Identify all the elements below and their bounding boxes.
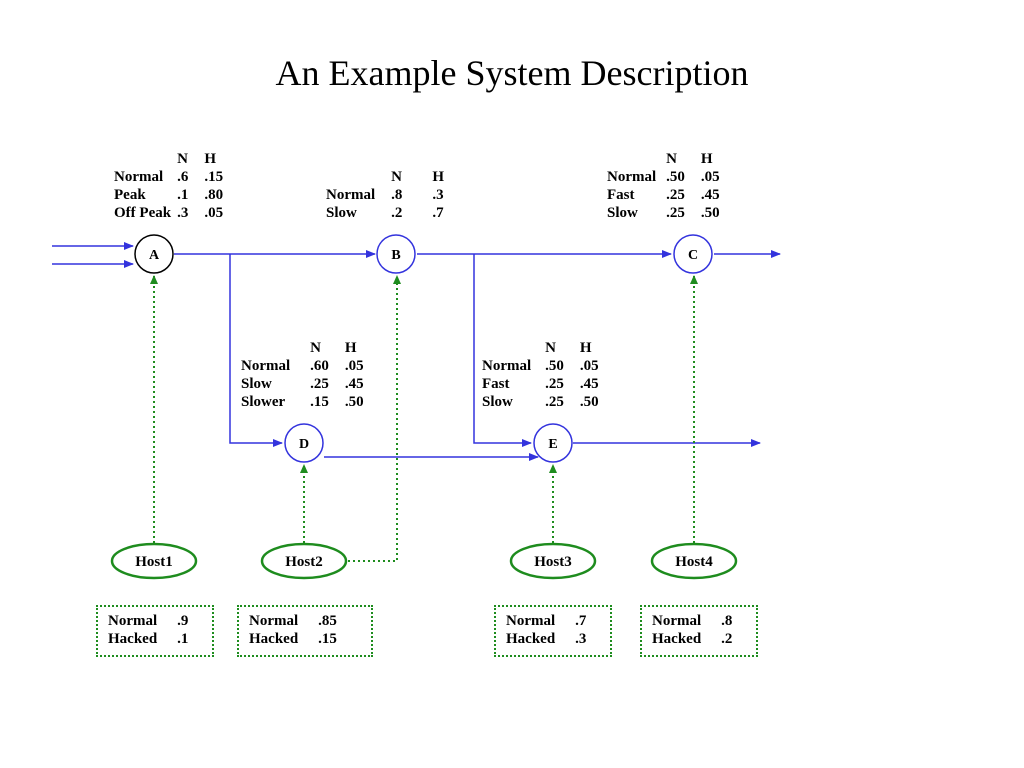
table-row: Normal.50.05 [607, 169, 720, 185]
table-row: Peak.1.80 [114, 187, 224, 203]
col-header-h: H [432, 169, 445, 185]
node-c-table: N H Normal.50.05 Fast.25.45 Slow.25.50 [607, 150, 720, 222]
host4-label: Host4 [675, 554, 713, 570]
table-row: Off Peak.3.05 [114, 205, 224, 221]
node-a-table: N H Normal.6.15 Peak.1.80 Off Peak.3.05 [114, 150, 223, 222]
node-a-label: A [149, 248, 160, 263]
flow-b-to-e [473, 254, 532, 447]
host1-label: Host1 [135, 554, 173, 570]
table-row: Normal.85 [249, 613, 337, 629]
host4-node[interactable]: Host4 [650, 542, 738, 580]
node-b-label: B [391, 248, 400, 263]
node-e-table: N H Normal.50.05 Fast.25.45 Slow.25.50 [482, 339, 599, 411]
node-d-table: N H Normal.60.05 Slow.25.45 Slower.15.50 [241, 339, 364, 411]
host-links [150, 275, 698, 562]
col-header-h: H [579, 340, 592, 356]
node-c-label: C [688, 248, 698, 263]
table-row: Slow.25.50 [607, 205, 720, 221]
table-row: Slow.2.7 [326, 205, 444, 221]
table-row: Normal.8.3 [326, 187, 444, 203]
node-a[interactable]: A [134, 234, 174, 274]
host2-label: Host2 [285, 554, 323, 570]
col-header-h: H [344, 340, 357, 356]
table-row: Normal.8 [652, 613, 733, 629]
node-e[interactable]: E [533, 423, 573, 463]
table-row: Hacked.15 [249, 631, 337, 647]
node-d[interactable]: D [284, 423, 324, 463]
node-e-label: E [548, 437, 557, 452]
table-row: Slow.25.50 [482, 394, 599, 410]
table-row: Normal.9 [108, 613, 189, 629]
host3-label: Host3 [534, 554, 572, 570]
node-d-label: D [299, 437, 309, 452]
table-row: Hacked.1 [108, 631, 189, 647]
host3-table: Normal.7 Hacked.3 [494, 605, 612, 657]
col-header-n: N [545, 340, 556, 356]
col-header-h: H [700, 151, 713, 167]
table-row: Normal.60.05 [241, 358, 364, 374]
table-row: Normal.6.15 [114, 169, 224, 185]
table-row: Hacked.2 [652, 631, 733, 647]
host1-table: Normal.9 Hacked.1 [96, 605, 214, 657]
col-header-n: N [310, 340, 321, 356]
col-header-h: H [204, 151, 216, 167]
page-title: An Example System Description [275, 53, 749, 93]
flow-a-to-d [229, 254, 283, 447]
table-row: Normal.50.05 [482, 358, 599, 374]
table-row: Slower.15.50 [241, 394, 364, 410]
flow-lines [52, 242, 781, 461]
table-row: Slow.25.45 [241, 376, 364, 392]
host3-node[interactable]: Host3 [509, 542, 597, 580]
table-row: Fast.25.45 [607, 187, 720, 203]
col-header-n: N [391, 169, 402, 185]
col-header-n: N [177, 151, 188, 167]
link-host2-b [348, 275, 401, 562]
host4-table: Normal.8 Hacked.2 [640, 605, 758, 657]
table-row: Normal.7 [506, 613, 587, 629]
table-row: Fast.25.45 [482, 376, 599, 392]
node-c[interactable]: C [673, 234, 713, 274]
node-b[interactable]: B [376, 234, 416, 274]
host2-table: Normal.85 Hacked.15 [237, 605, 373, 657]
host1-node[interactable]: Host1 [110, 542, 198, 580]
col-header-n: N [666, 151, 677, 167]
node-b-table: N H Normal.8.3 Slow.2.7 [326, 168, 444, 222]
table-row: Hacked.3 [506, 631, 587, 647]
host2-node[interactable]: Host2 [260, 542, 348, 580]
